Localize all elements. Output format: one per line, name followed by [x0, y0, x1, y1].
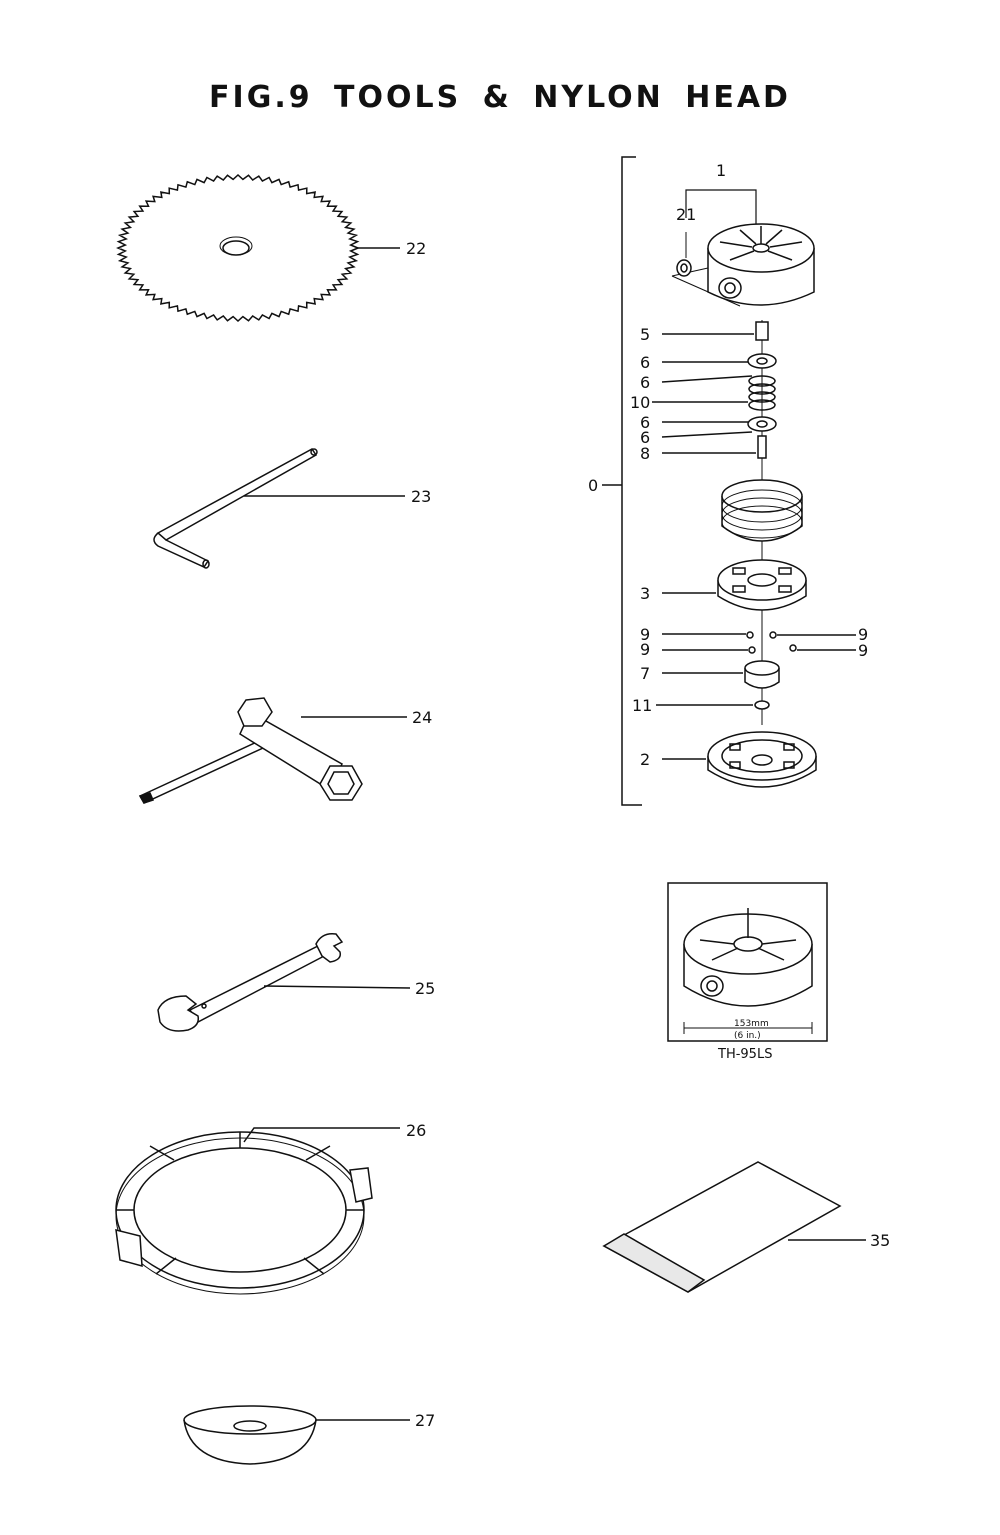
- inset-dimension-in: (6 in.): [734, 1031, 761, 1041]
- plug-wrench-part: [138, 697, 407, 804]
- callout-0: 0: [588, 476, 598, 495]
- manual-part: [602, 1161, 866, 1293]
- callout-23: 23: [411, 487, 431, 506]
- callout-9b: 9: [640, 640, 650, 659]
- callout-9a: 9: [640, 625, 650, 644]
- callout-8: 8: [640, 444, 650, 463]
- bottom-housing-part: [662, 731, 817, 788]
- head-cover-part: [671, 223, 815, 307]
- retaining-ring-part: [656, 700, 770, 710]
- saw-blade-part: [116, 173, 400, 323]
- spanner-part: [157, 932, 411, 1032]
- line-spool-part: [721, 479, 803, 542]
- callout-3: 3: [640, 584, 650, 603]
- callout-25: 25: [415, 979, 435, 998]
- figure-title: FIG.9 TOOLS & NYLON HEAD: [209, 80, 791, 115]
- nylon-head-bracket: [602, 156, 642, 806]
- callout-9c: 9: [858, 625, 868, 644]
- callout-6a: 6: [640, 353, 650, 372]
- pin-part: [662, 435, 767, 459]
- hex-key-part: [153, 448, 405, 569]
- upper-washer-part: [661, 353, 777, 383]
- callout-24: 24: [412, 708, 432, 727]
- callout-35: 35: [870, 1231, 890, 1250]
- lower-washer-part: [661, 416, 777, 438]
- callout-22: 22: [406, 239, 426, 258]
- inset-model-label: TH-95LS: [717, 1047, 772, 1062]
- spring-part: [652, 375, 776, 411]
- callout-1: 1: [716, 161, 726, 180]
- callout-7: 7: [640, 664, 650, 683]
- spool-base-part: [662, 559, 807, 611]
- callout-6c: 6: [640, 413, 650, 432]
- model-inset: [667, 882, 828, 1042]
- callout-10: 10: [630, 393, 650, 412]
- callout-9d: 9: [858, 641, 868, 660]
- inset-dimension-mm: 153mm: [734, 1019, 769, 1029]
- callout-6d: 6: [640, 428, 650, 447]
- callout-5: 5: [640, 325, 650, 344]
- hub-part: [662, 660, 780, 689]
- ball-parts: [662, 631, 856, 654]
- callout-2: 2: [640, 750, 650, 769]
- callout-21: 21: [676, 205, 696, 224]
- callout-11: 11: [632, 696, 652, 715]
- callout-27: 27: [415, 1411, 435, 1430]
- callout-6b: 6: [640, 373, 650, 392]
- bolt-part: [662, 321, 769, 341]
- callout-26: 26: [406, 1121, 426, 1140]
- ring-guard-part: [115, 1127, 400, 1295]
- cup-part: [183, 1405, 410, 1465]
